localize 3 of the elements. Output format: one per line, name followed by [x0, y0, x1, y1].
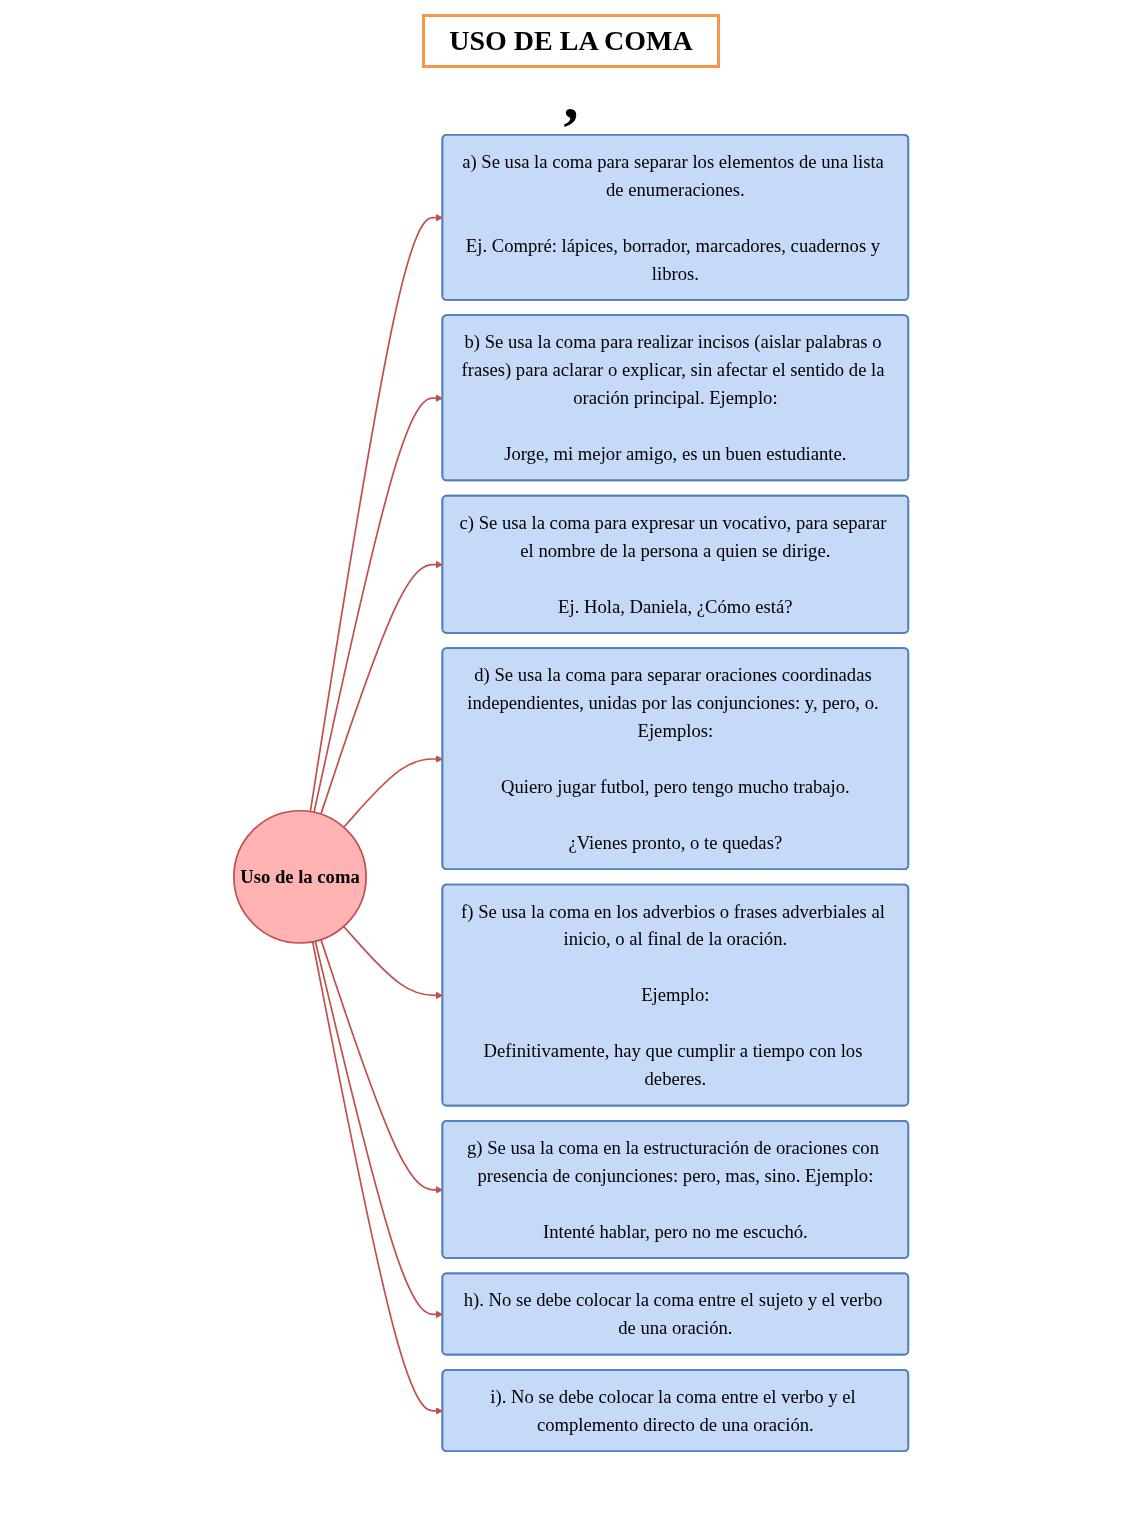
title: USO DE LA COMA: [422, 14, 720, 68]
node-circle: Uso de la coma: [232, 809, 367, 944]
comma-sign: ,: [563, 68, 579, 128]
